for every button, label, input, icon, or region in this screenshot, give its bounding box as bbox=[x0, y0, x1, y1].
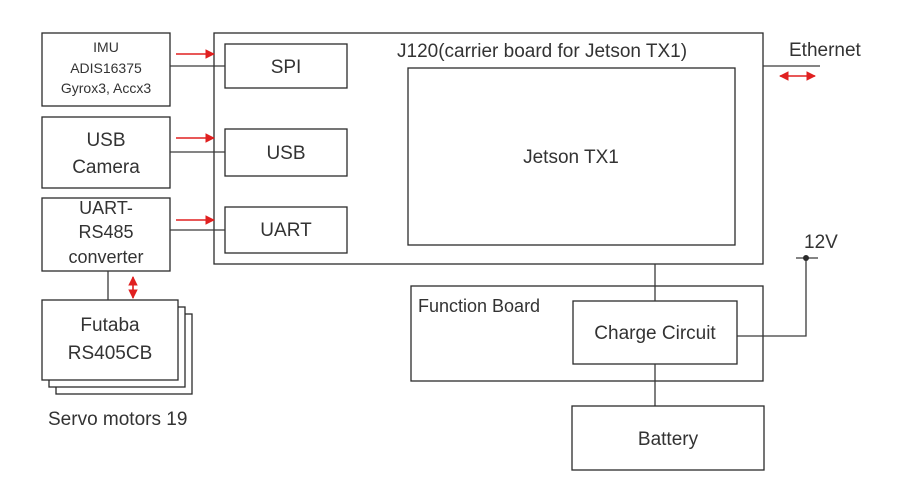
spi-port-label: SPI bbox=[271, 57, 302, 78]
uart-converter-line3: converter bbox=[68, 247, 143, 267]
power-12v-label: 12V bbox=[804, 232, 838, 253]
carrier-board-title: J120(carrier board for Jetson TX1) bbox=[397, 41, 687, 62]
usb-camera-block bbox=[41, 116, 171, 189]
jetson-label: Jetson TX1 bbox=[523, 147, 619, 168]
jetson-module bbox=[407, 67, 736, 246]
usb-port-label: USB bbox=[266, 143, 305, 164]
uart-converter-line1: UART- bbox=[79, 198, 133, 218]
charge-circuit-label: Charge Circuit bbox=[594, 323, 716, 344]
power-12v-node bbox=[803, 255, 809, 261]
imu-line2: ADIS16375 bbox=[70, 60, 142, 76]
ethernet-label: Ethernet bbox=[789, 40, 862, 61]
imu-line1: IMU bbox=[93, 39, 119, 55]
spi-port bbox=[224, 43, 348, 89]
uart-port bbox=[224, 206, 348, 254]
servo-caption: Servo motors 19 bbox=[48, 409, 187, 430]
usb-port bbox=[224, 128, 348, 177]
function-board-label: Function Board bbox=[418, 296, 540, 316]
battery-label: Battery bbox=[638, 429, 699, 450]
usb-camera-line1: USB bbox=[86, 130, 125, 151]
charge-circuit-block bbox=[572, 300, 738, 365]
battery-block bbox=[571, 405, 765, 471]
uart-converter-block bbox=[41, 197, 171, 272]
imu-line3: Gyrox3, Accx3 bbox=[61, 80, 151, 96]
imu-block bbox=[41, 32, 171, 107]
uart-converter-line2: RS485 bbox=[78, 222, 133, 242]
servo-stack-front bbox=[41, 299, 179, 381]
servo-line2: RS405CB bbox=[68, 343, 153, 364]
usb-camera-line2: Camera bbox=[72, 157, 140, 178]
power-12v-wire bbox=[737, 258, 807, 337]
servo-line1: Futaba bbox=[80, 315, 140, 336]
uart-port-label: UART bbox=[260, 220, 312, 241]
